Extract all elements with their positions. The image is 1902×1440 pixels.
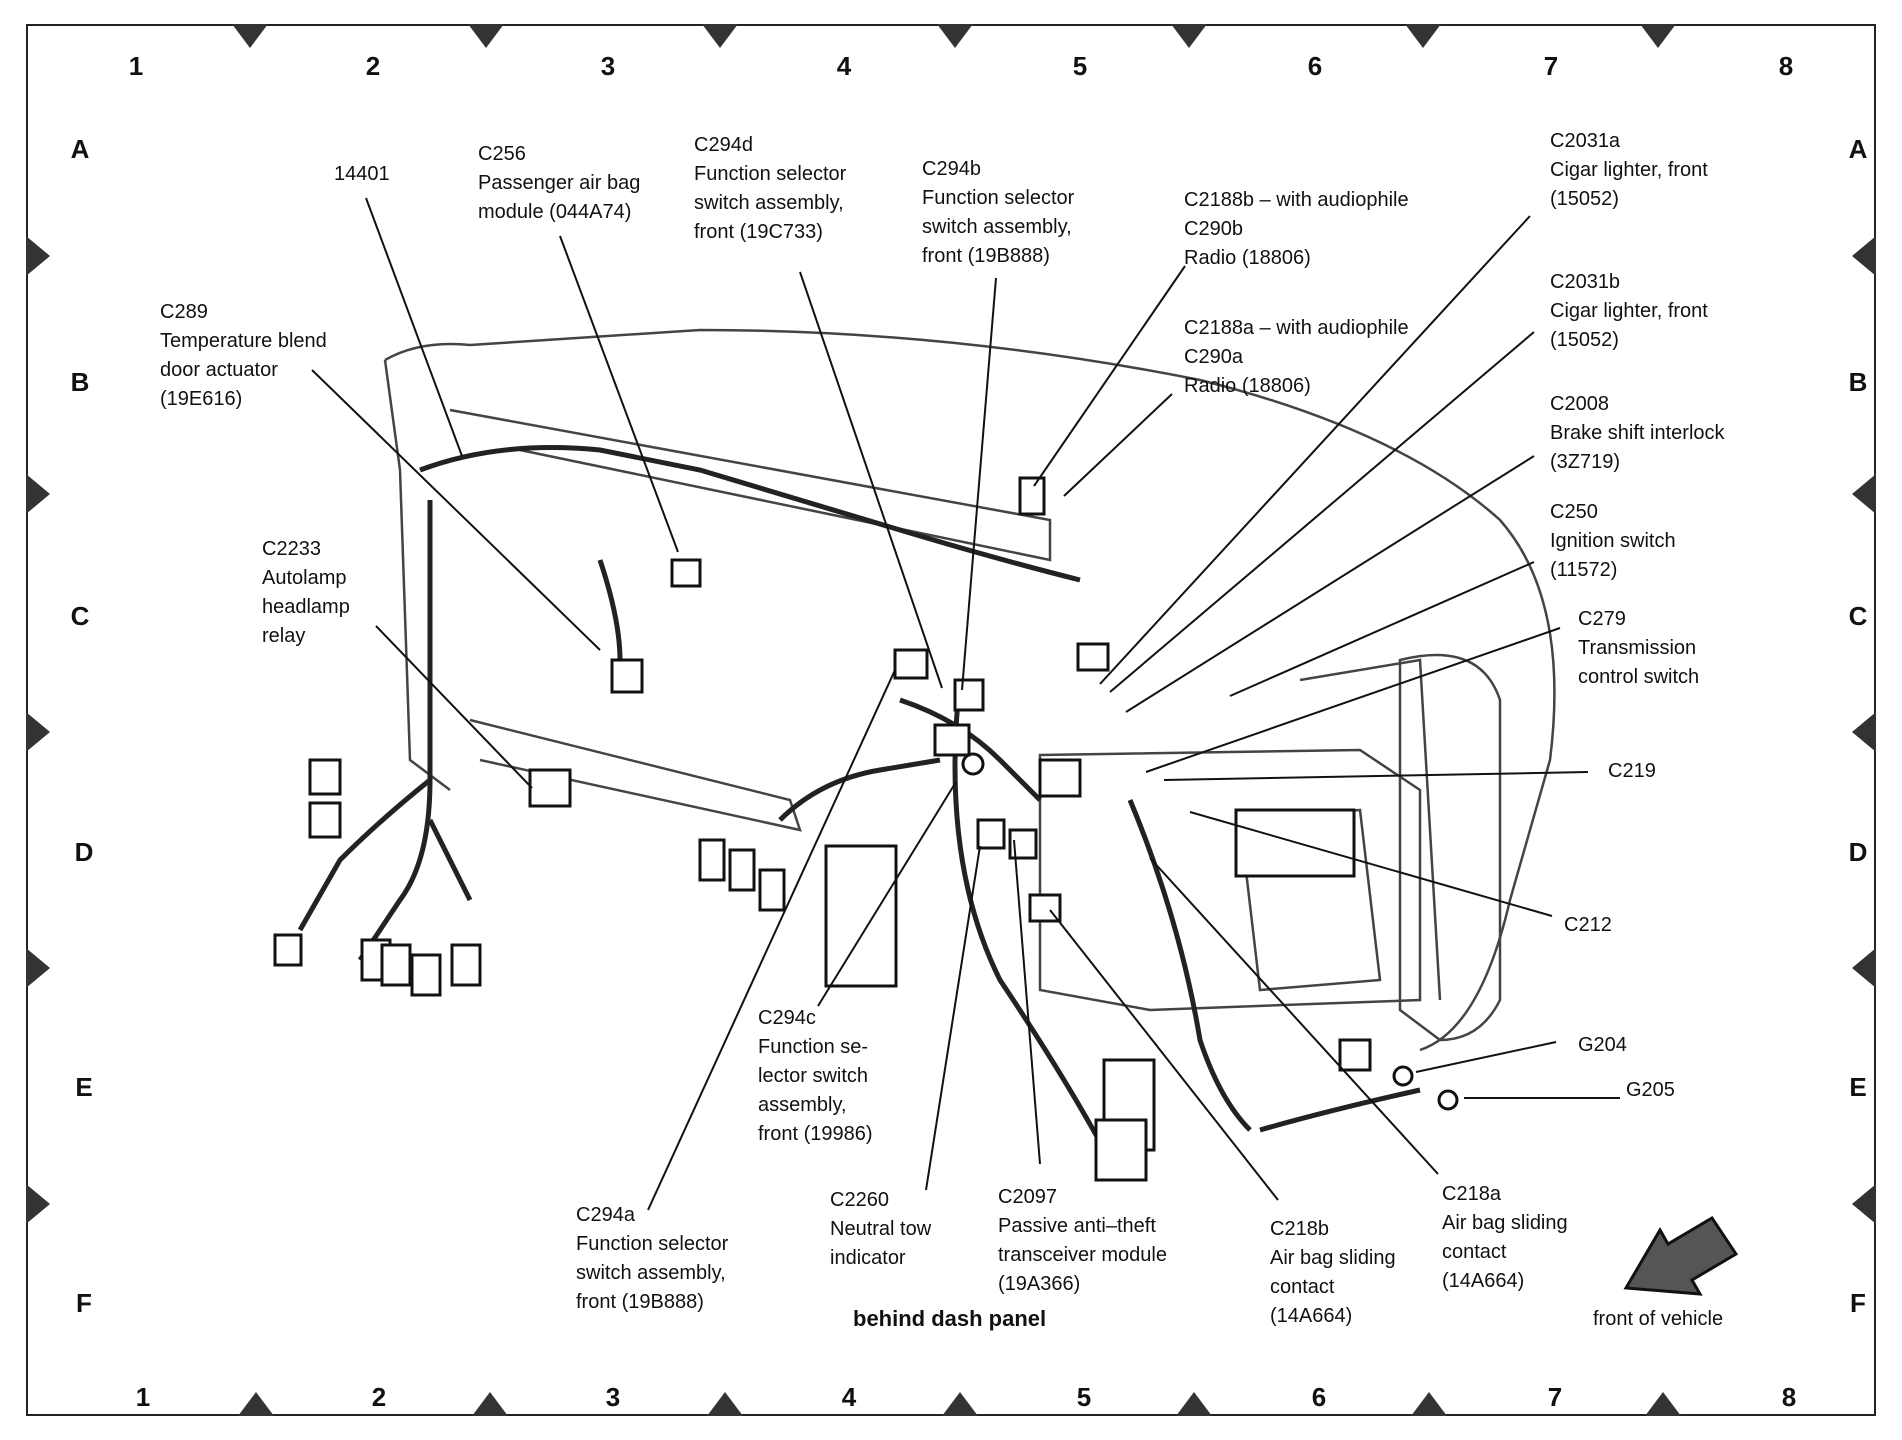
grid-row-e-right: E xyxy=(1849,1072,1867,1102)
grid-col-1-bottom: 1 xyxy=(135,1382,151,1412)
callout-c218b: C218b Air bag sliding contact (14A664) xyxy=(1270,1218,1396,1327)
grid-col-2-bottom: 2 xyxy=(371,1382,387,1412)
callout-14401: 14401 xyxy=(334,163,390,185)
diagram-caption: behind dash panel xyxy=(853,1306,1047,1331)
callout-c294b: C294b Function selector switch assembly,… xyxy=(922,158,1075,267)
grid-row-d-left: D xyxy=(74,837,94,867)
callout-c2188b: C2188b – with audiophile C290b Radio (18… xyxy=(1184,189,1409,269)
grid-col-7-top: 7 xyxy=(1543,51,1559,81)
grid-col-2-top: 2 xyxy=(365,51,381,81)
grid-row-c-right: C xyxy=(1848,601,1868,631)
callout-c2233: C2233 Autolamp headlamp relay xyxy=(262,538,350,647)
callout-c2031a: C2031a Cigar lighter, front (15052) xyxy=(1550,130,1708,210)
connector-blocks xyxy=(273,476,1372,1182)
callout-c2097: C2097 Passive anti–theft transceiver mod… xyxy=(998,1186,1167,1295)
grid-col-8-top: 8 xyxy=(1778,51,1794,81)
callout-c289: C289 Temperature blend door actuator (19… xyxy=(160,301,327,410)
front-of-vehicle-label: front of vehicle xyxy=(1593,1308,1724,1330)
grid-row-c-left: C xyxy=(70,601,90,631)
callout-c279: C279 Transmission control switch xyxy=(1578,608,1700,688)
grid-col-5-bottom: 5 xyxy=(1076,1382,1092,1412)
front-of-vehicle-arrow xyxy=(1623,1215,1739,1296)
grid-col-1-top: 1 xyxy=(128,51,144,81)
grid-row-a-right: A xyxy=(1848,134,1868,164)
callout-c2008: C2008 Brake shift interlock (3Z719) xyxy=(1550,393,1725,473)
grid-row-f-right: F xyxy=(1850,1288,1866,1318)
callout-c294d: C294d Function selector switch assembly,… xyxy=(694,134,847,243)
callout-c250: C250 Ignition switch (11572) xyxy=(1550,501,1676,581)
ground-eyelets xyxy=(961,752,1459,1111)
grid-col-4-bottom: 4 xyxy=(841,1382,857,1412)
grid-row-b-left: B xyxy=(70,367,90,397)
grid-col-6-top: 6 xyxy=(1307,51,1323,81)
callout-g205: G205 xyxy=(1626,1079,1675,1101)
grid-row-d-right: D xyxy=(1848,837,1868,867)
grid-col-3-bottom: 3 xyxy=(605,1382,621,1412)
leader-lines xyxy=(311,197,1620,1211)
grid-row-e-left: E xyxy=(75,1072,93,1102)
border-markers xyxy=(26,24,1876,1416)
callout-g204: G204 xyxy=(1578,1034,1627,1056)
grid-col-5-top: 5 xyxy=(1072,51,1088,81)
grid-row-a-left: A xyxy=(70,134,90,164)
callout-c219: C219 xyxy=(1608,760,1656,782)
callout-c294c: C294c Function se- lector switch assembl… xyxy=(758,1007,873,1145)
grid-col-6-bottom: 6 xyxy=(1311,1382,1327,1412)
callout-c2188a: C2188a – with audiophile C290a Radio (18… xyxy=(1184,317,1409,397)
callout-c2260: C2260 Neutral tow indicator xyxy=(830,1189,932,1269)
callout-c212: C212 xyxy=(1564,914,1612,936)
callout-c256: C256 Passenger air bag module (044A74) xyxy=(478,143,641,223)
grid-col-8-bottom: 8 xyxy=(1781,1382,1797,1412)
grid-row-f-left: F xyxy=(76,1288,92,1318)
callout-c294a: C294a Function selector switch assembly,… xyxy=(576,1204,729,1313)
grid-col-3-top: 3 xyxy=(600,51,616,81)
callout-c218a: C218a Air bag sliding contact (14A664) xyxy=(1442,1183,1568,1292)
callout-c2031b: C2031b Cigar lighter, front (15052) xyxy=(1550,271,1708,351)
grid-row-b-right: B xyxy=(1848,367,1868,397)
grid-col-7-bottom: 7 xyxy=(1547,1382,1563,1412)
grid-col-4-top: 4 xyxy=(836,51,852,81)
